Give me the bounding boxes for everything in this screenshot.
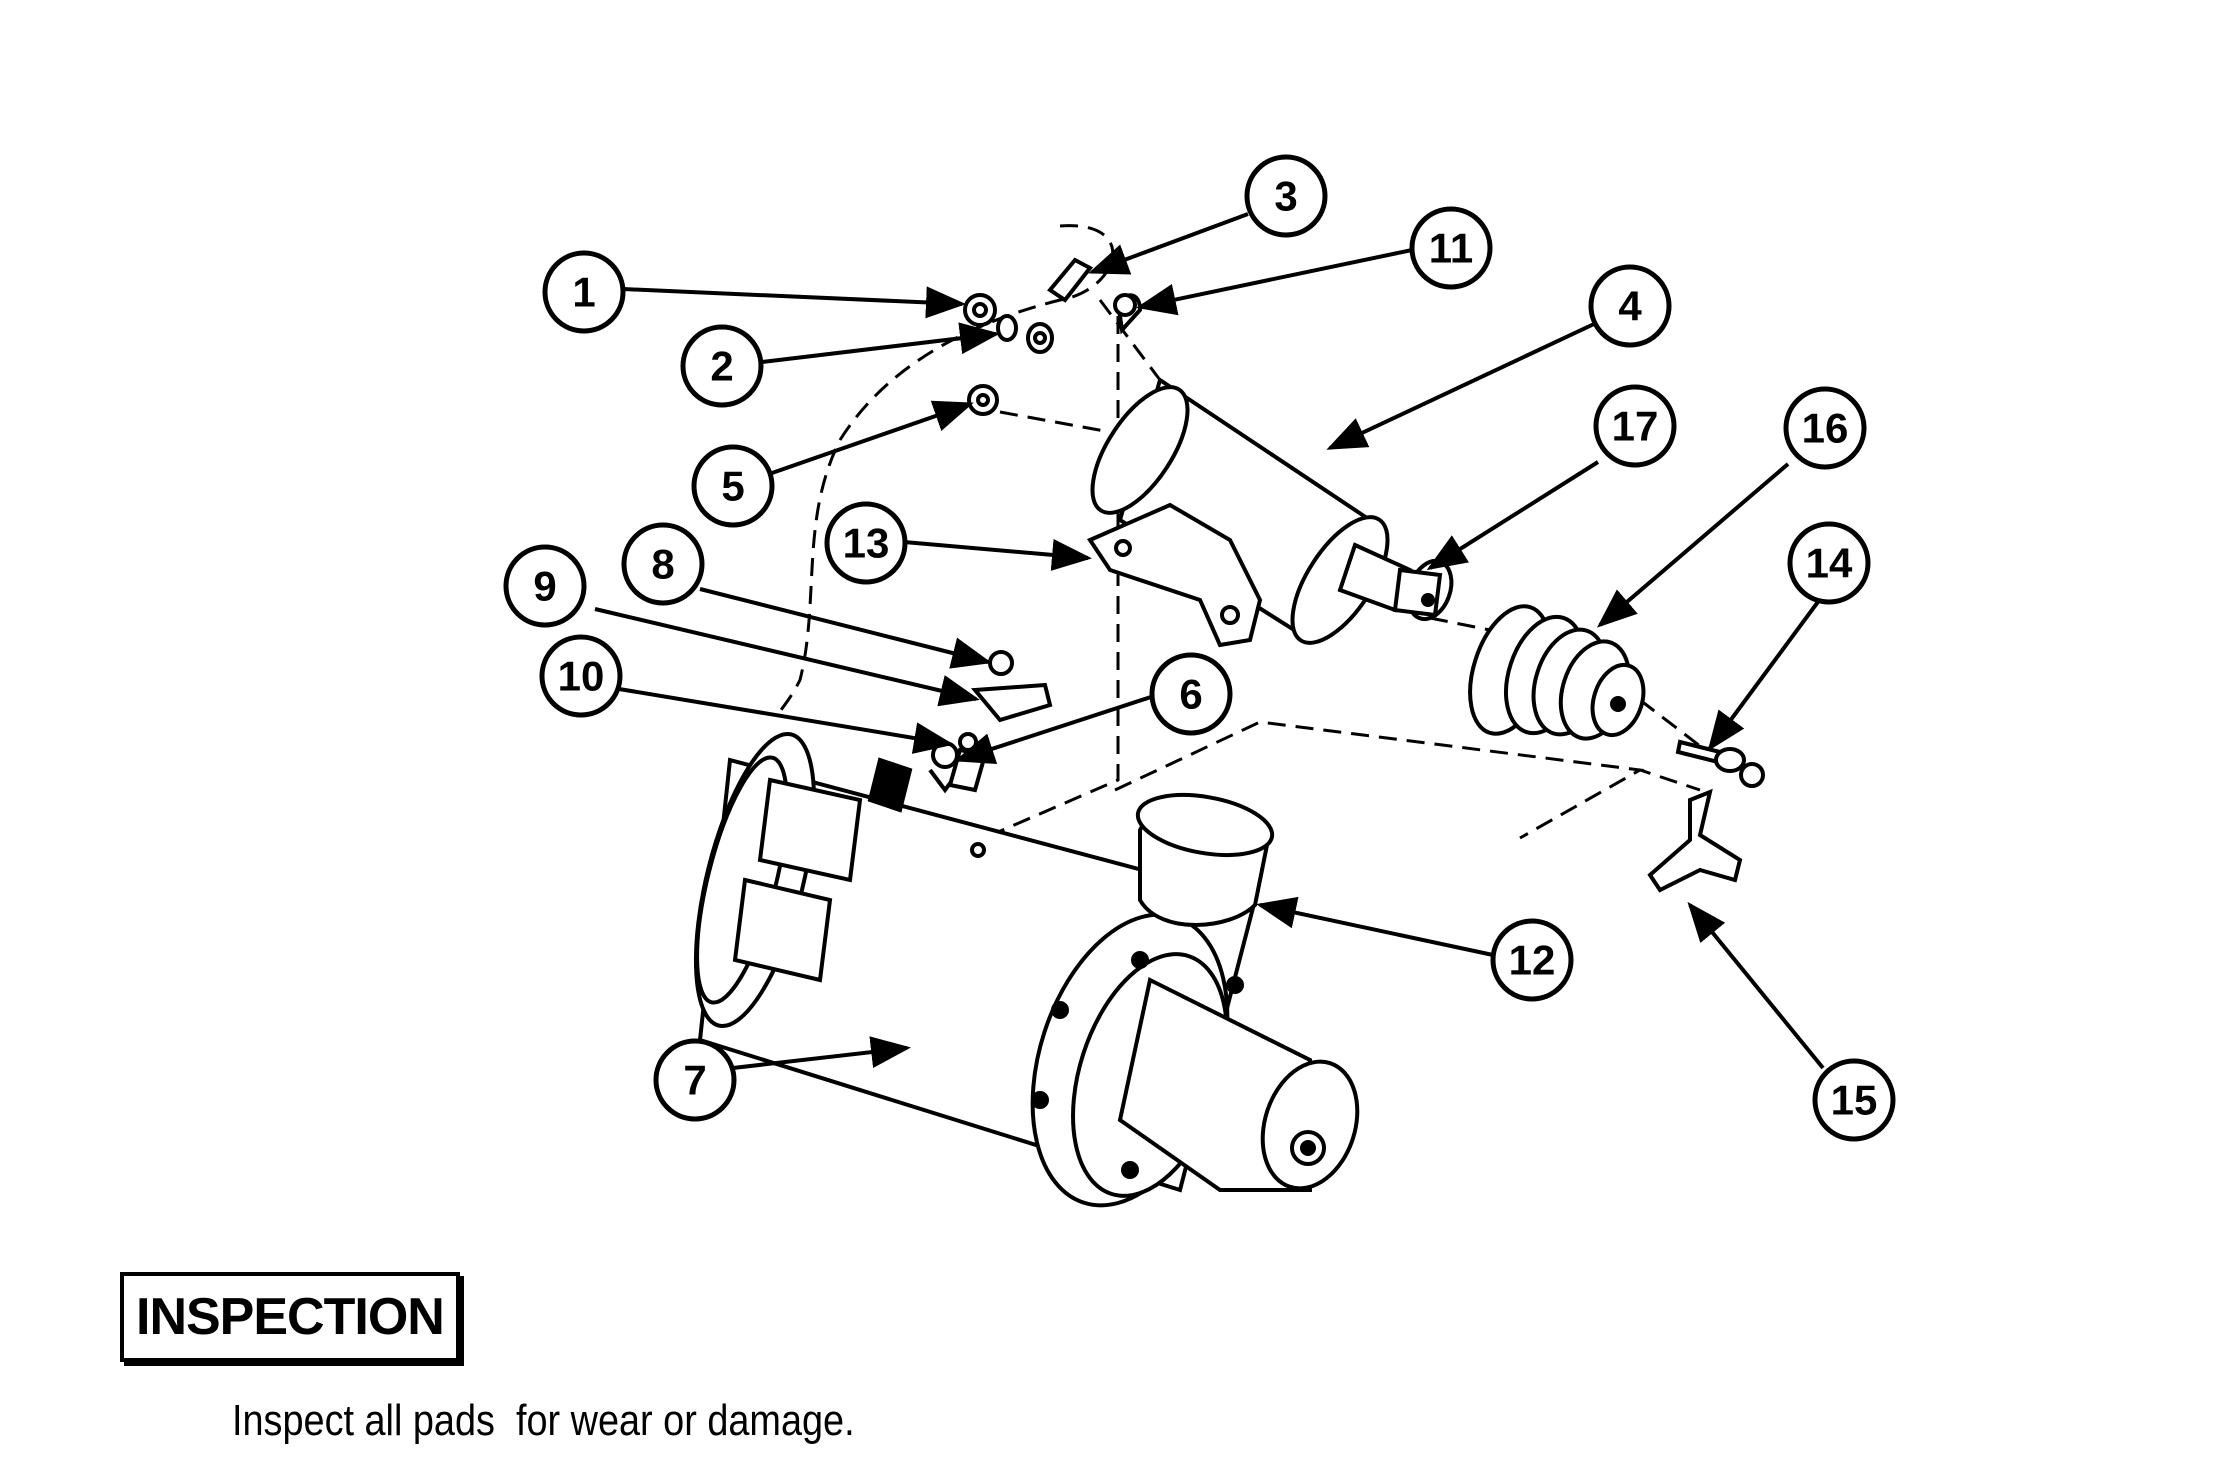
callout-10: 10 [539, 634, 623, 718]
callout-15: 15 [1812, 1058, 1896, 1142]
callout-11: 11 [1409, 206, 1493, 290]
inspection-instruction: Inspect all pads for wear or damage. [232, 1396, 855, 1445]
section-heading: INSPECTION [120, 1272, 460, 1362]
callout-12: 12 [1490, 918, 1574, 1002]
callout-14: 14 [1787, 521, 1871, 605]
svg-text:17: 17 [1612, 403, 1659, 450]
callouts: 1 2 3 4 5 6 7 8 [503, 154, 1896, 1142]
callout-16: 16 [1783, 386, 1867, 470]
svg-text:8: 8 [651, 541, 674, 588]
callout-8: 8 [621, 522, 705, 606]
starter-motor [693, 731, 1360, 1208]
callout-6: 6 [1149, 652, 1233, 736]
svg-text:10: 10 [558, 653, 605, 700]
svg-text:14: 14 [1806, 540, 1853, 587]
callout-17: 17 [1593, 384, 1677, 468]
callout-2: 2 [680, 324, 764, 408]
plunger-assembly [1468, 604, 1646, 741]
leader-lines [594, 212, 1828, 1070]
svg-text:4: 4 [1618, 283, 1642, 330]
callout-13: 13 [824, 501, 908, 585]
svg-text:5: 5 [721, 463, 744, 510]
callout-1: 1 [542, 250, 626, 334]
svg-text:12: 12 [1509, 937, 1556, 984]
callout-7: 7 [653, 1038, 737, 1122]
callout-5: 5 [691, 444, 775, 528]
callout-4: 4 [1588, 264, 1672, 348]
callout-9: 9 [503, 544, 587, 628]
svg-text:1: 1 [572, 269, 595, 316]
svg-text:6: 6 [1179, 671, 1202, 718]
svg-text:3: 3 [1274, 173, 1297, 220]
svg-text:15: 15 [1831, 1077, 1878, 1124]
svg-text:2: 2 [710, 343, 733, 390]
svg-text:9: 9 [533, 563, 556, 610]
boot-cover [1135, 793, 1275, 927]
svg-text:11: 11 [1429, 225, 1473, 272]
screw-and-yoke [1647, 739, 1765, 893]
bracket [1087, 502, 1263, 648]
callout-3: 3 [1244, 154, 1328, 238]
svg-text:7: 7 [683, 1057, 706, 1104]
svg-text:16: 16 [1802, 405, 1849, 452]
svg-text:13: 13 [843, 520, 890, 567]
